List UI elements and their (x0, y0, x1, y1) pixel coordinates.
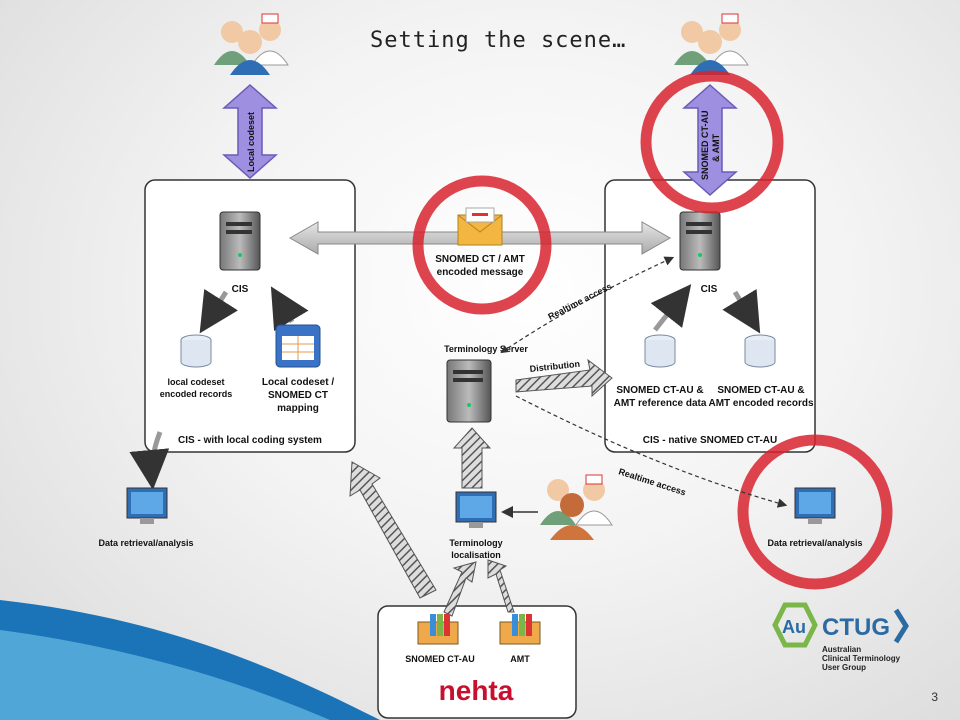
monitor-icon-left (126, 487, 168, 524)
highlight-circle-snomed-arrow (640, 70, 784, 214)
localisation-label-2: localisation (451, 550, 501, 560)
ref-db-label-1: SNOMED CT-AU & (616, 385, 703, 396)
snomed-amt-arrow (682, 83, 738, 197)
data-retrieval-right-label: Data retrieval/analysis (767, 538, 862, 548)
source-amt-label: AMT (510, 654, 530, 664)
mapping-to-cis-arrow (270, 286, 309, 332)
right-panel-caption: CIS - native SNOMED CT-AU (643, 435, 777, 446)
nehta-to-localisation-arrow-2 (487, 559, 515, 613)
enc-db-label-2: AMT encoded records (708, 398, 813, 409)
clinicians-icon-right (674, 13, 749, 75)
snomed-arrow-label-1: SNOMED CT-AU (700, 111, 710, 181)
ref-db-label-2: AMT reference data (614, 398, 707, 409)
local-codeset-database-icon (180, 334, 212, 368)
message-label-1: SNOMED CT / AMT (435, 254, 525, 265)
local-codeset-arrow (222, 83, 278, 180)
local-codeset-arrow-label: Local codeset (246, 112, 256, 172)
left-panel-caption: CIS - with local coding system (178, 435, 322, 446)
svg-text:CTUG: CTUG (822, 614, 890, 641)
nehta-logo: nehta (439, 675, 514, 706)
slide-title: Setting the scene… (370, 28, 627, 53)
reference-data-database-icon (644, 334, 676, 368)
left-retrieval-arrow (129, 431, 170, 490)
left-db-label-2: encoded records (160, 389, 233, 399)
enc-db-label-1: SNOMED CT-AU & (717, 385, 804, 396)
distribution-arrow (515, 358, 613, 398)
nehta-to-left-cis-arrow (349, 461, 437, 599)
mapping-table-icon (275, 324, 321, 368)
clinicians-icon-localisation (540, 474, 613, 540)
terminology-server-label: Terminology Server (444, 344, 528, 354)
mapping-label-3: mapping (277, 403, 319, 414)
message-label-2: encoded message (437, 267, 524, 278)
envelope-icon (457, 207, 503, 246)
svg-text:Au: Au (782, 617, 806, 637)
realtime-access-arrow-top (501, 256, 675, 353)
localisation-to-server-arrow (452, 427, 492, 489)
snomed-arrow-label-2: & AMT (711, 133, 721, 162)
cis-server-right-icon (679, 211, 721, 271)
data-retrieval-left-label: Data retrieval/analysis (98, 538, 193, 548)
clinicians-icon-left (214, 13, 289, 75)
realtime-access-label-top: Realtime access (546, 281, 613, 322)
distribution-label: Distribution (529, 359, 580, 374)
ref-db-to-cis-arrow (650, 284, 692, 332)
left-db-label-1: local codeset (167, 377, 224, 387)
cis-left-label: CIS (232, 284, 249, 295)
cis-right-label: CIS (701, 284, 718, 295)
auctug-logo: Au CTUG Australian Clinical Terminology … (772, 602, 909, 672)
terminology-server-icon (446, 359, 492, 423)
source-snomed-label: SNOMED CT-AU (405, 654, 475, 664)
snomed-package-icon (417, 614, 459, 645)
monitor-icon-right (794, 487, 836, 524)
cis-server-left-icon (219, 211, 261, 271)
svg-text:User Group: User Group (822, 663, 866, 672)
page-number: 3 (931, 690, 938, 704)
svg-text:Australian: Australian (822, 645, 861, 654)
monitor-icon-localisation (455, 491, 497, 528)
highlight-circle-data-retrieval (737, 434, 893, 590)
cis-to-enc-db-arrow (722, 288, 761, 334)
amt-package-icon (499, 614, 541, 645)
encoded-records-database-icon (744, 334, 776, 368)
nehta-to-localisation-arrow-1 (443, 561, 477, 617)
highlight-circle-message (412, 175, 552, 315)
svg-text:Clinical Terminology: Clinical Terminology (822, 654, 901, 663)
mapping-label-1: Local codeset / (262, 377, 334, 388)
localisation-label-1: Terminology (449, 538, 502, 548)
db-to-cis-arrow-left (199, 288, 238, 334)
realtime-access-label-bottom: Realtime access (617, 466, 687, 497)
left-cis-panel (144, 179, 356, 453)
mapping-label-2: SNOMED CT (268, 390, 328, 401)
